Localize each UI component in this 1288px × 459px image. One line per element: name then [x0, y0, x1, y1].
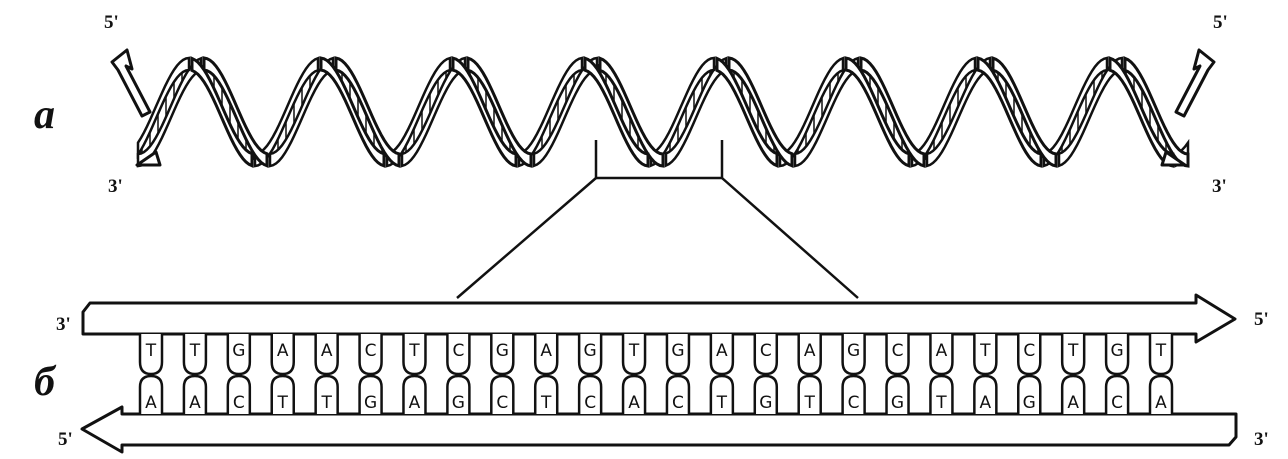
bottom-base-letter: C: [672, 393, 684, 413]
base-pair: TA: [974, 334, 996, 414]
bottom-base-letter: G: [452, 393, 465, 413]
base-pair: AT: [930, 334, 952, 414]
top-base-letter: T: [145, 341, 157, 361]
top-base-letter: C: [452, 341, 464, 361]
bottom-base-letter: G: [759, 393, 772, 413]
top-base-letter: T: [189, 341, 201, 361]
top-base-letter: G: [847, 341, 860, 361]
zoom-connector-right: [722, 178, 858, 298]
ladder-bottom-right-end-label: 3': [1254, 429, 1269, 450]
base-pair: GC: [491, 334, 513, 414]
helix-bottom-right-end-label: 3': [1212, 176, 1227, 197]
helix-strand-b-back-segment: [651, 58, 714, 166]
base-pair: TA: [623, 334, 645, 414]
top-base-letter: C: [892, 341, 904, 361]
top-base-letter: C: [365, 341, 377, 361]
top-base-letter: T: [979, 341, 991, 361]
top-base-letter: G: [671, 341, 684, 361]
base-pair: TA: [184, 334, 206, 414]
bottom-base-letter: C: [1111, 393, 1123, 413]
double-helix: [112, 50, 1214, 166]
bottom-base-letter: A: [145, 393, 157, 413]
base-pair: GC: [1106, 334, 1128, 414]
helix-top-right-end-label: 5': [1213, 12, 1228, 33]
ladder-top-right-end-label: 5': [1254, 309, 1269, 330]
base-pairs: TATAGCATATCGTACGGCATGCTAGCATCGATGCCGATTA…: [140, 334, 1172, 414]
base-pair: GC: [843, 334, 865, 414]
top-base-letter: G: [496, 341, 509, 361]
bottom-base-letter: A: [628, 393, 640, 413]
bottom-base-letter: T: [540, 393, 552, 413]
helix-left-arrow: [112, 50, 150, 116]
base-pair: TA: [1150, 334, 1172, 414]
top-base-letter: T: [628, 341, 640, 361]
base-pair: CG: [755, 334, 777, 414]
bottom-base-letter: T: [716, 393, 728, 413]
helix-top-left-end-label: 5': [104, 12, 119, 33]
ladder-top-left-end-label: 3': [56, 314, 71, 335]
base-pair: GC: [579, 334, 601, 414]
ladder-bottom-left-end-label: 5': [58, 429, 73, 450]
panel-label-b: б: [34, 359, 57, 405]
base-pair: AT: [535, 334, 557, 414]
helix-right-arrow: [1176, 50, 1214, 116]
base-pair: CG: [887, 334, 909, 414]
top-base-letter: G: [232, 341, 245, 361]
bottom-base-letter: A: [980, 393, 992, 413]
bottom-base-letter: C: [584, 393, 596, 413]
base-pair: CG: [1018, 334, 1040, 414]
unwound-dna-ladder: TATAGCATATCGTACGGCATGCTAGCATCGATGCCGATTA…: [82, 295, 1236, 452]
bottom-base-letter: C: [233, 393, 245, 413]
top-base-letter: A: [804, 341, 816, 361]
top-base-letter: G: [1110, 341, 1123, 361]
bottom-base-letter: G: [1023, 393, 1036, 413]
helix-rungs: [142, 64, 1174, 160]
helix-bottom-left-end-label: 3': [108, 176, 123, 197]
bottom-base-letter: A: [1155, 393, 1167, 413]
base-pair: CG: [447, 334, 469, 414]
top-base-letter: T: [408, 341, 420, 361]
base-pair: TA: [1062, 334, 1084, 414]
top-base-letter: A: [540, 341, 552, 361]
base-pair: GC: [228, 334, 250, 414]
bottom-base-letter: T: [804, 393, 816, 413]
base-pair: TA: [140, 334, 162, 414]
base-pair: AT: [799, 334, 821, 414]
base-pair: CG: [360, 334, 382, 414]
top-base-letter: G: [584, 341, 597, 361]
bottom-base-letter: T: [935, 393, 947, 413]
top-base-letter: A: [716, 341, 728, 361]
base-pair: AT: [711, 334, 733, 414]
bottom-base-letter: A: [189, 393, 201, 413]
top-base-letter: C: [760, 341, 772, 361]
base-pair: AT: [316, 334, 338, 414]
top-base-letter: T: [1155, 341, 1167, 361]
bottom-base-letter: G: [364, 393, 377, 413]
bottom-base-letter: C: [848, 393, 860, 413]
top-base-letter: A: [936, 341, 948, 361]
top-base-letter: A: [321, 341, 333, 361]
bottom-base-letter: C: [496, 393, 508, 413]
panel-label-a: а: [34, 92, 55, 138]
zoom-connector-left: [457, 178, 596, 298]
bottom-base-letter: T: [320, 393, 332, 413]
base-pair: GC: [667, 334, 689, 414]
top-base-letter: A: [277, 341, 289, 361]
base-pair: TA: [403, 334, 425, 414]
bottom-base-letter: A: [1067, 393, 1079, 413]
base-pair: AT: [272, 334, 294, 414]
top-base-letter: T: [1067, 341, 1079, 361]
bottom-base-letter: T: [277, 393, 289, 413]
bottom-base-letter: G: [891, 393, 904, 413]
top-base-letter: C: [1023, 341, 1035, 361]
bottom-base-letter: A: [409, 393, 421, 413]
